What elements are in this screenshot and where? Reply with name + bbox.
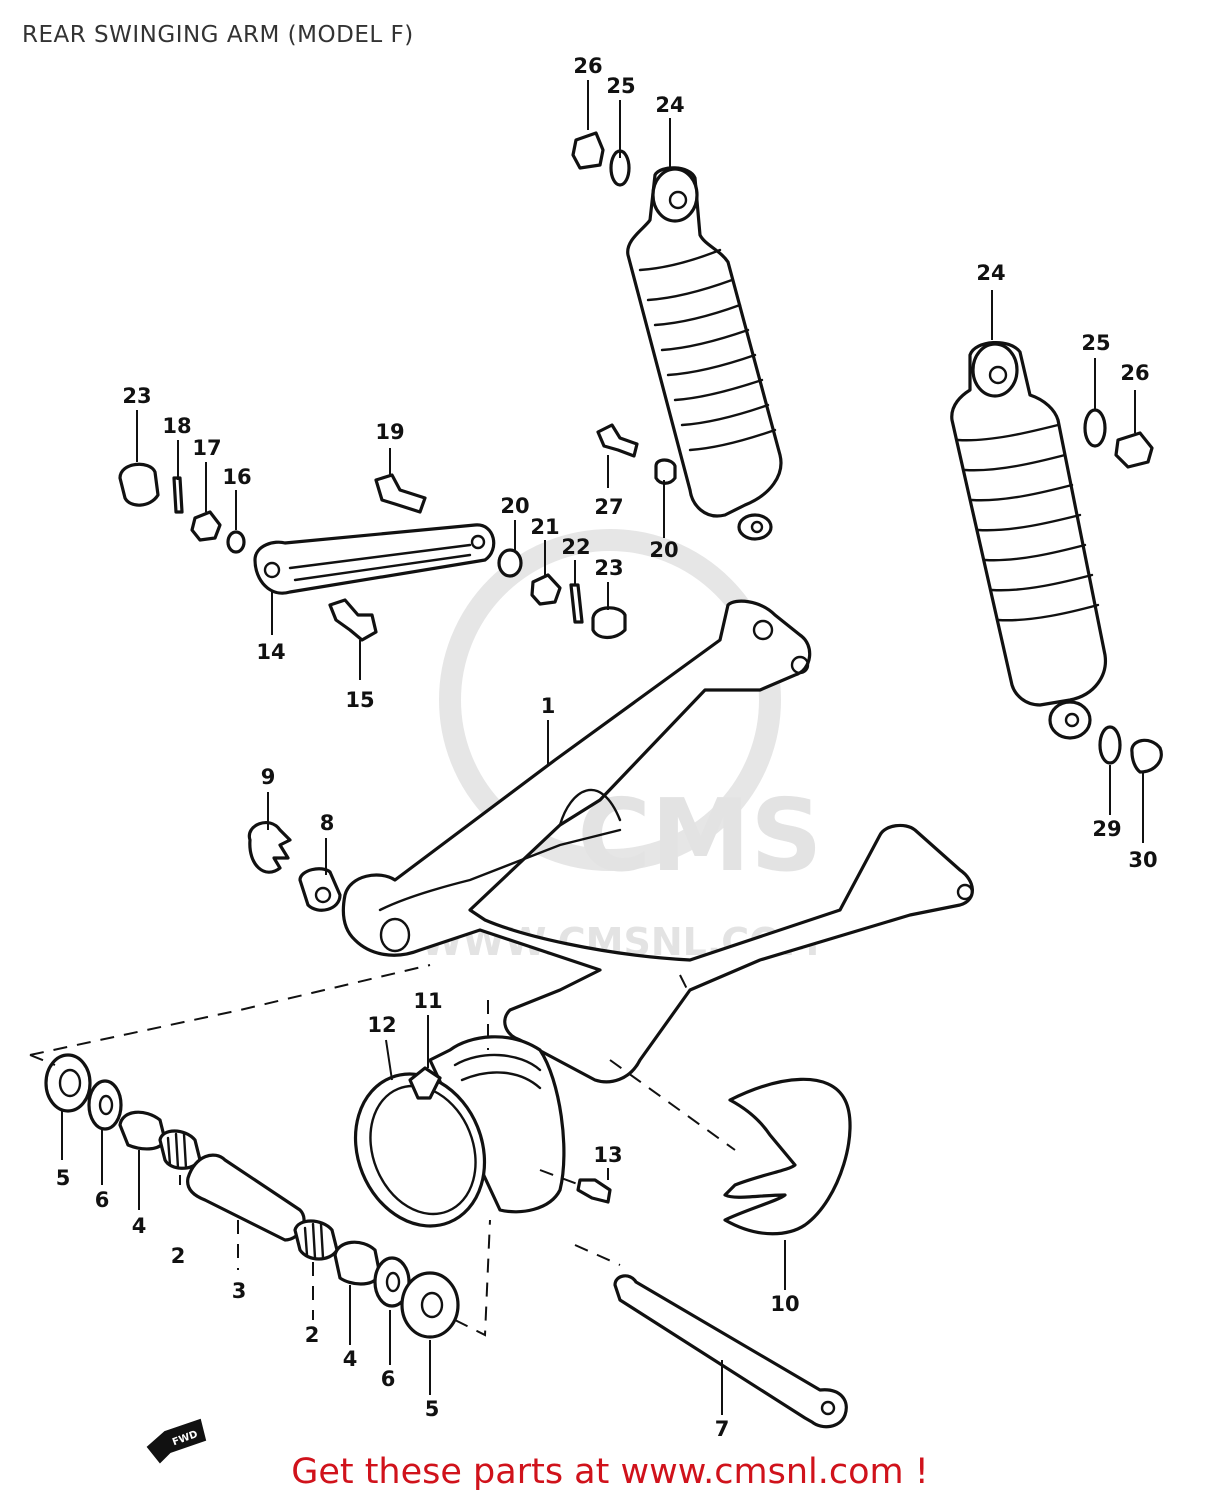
callout-24-top[interactable]: 24 bbox=[655, 93, 684, 117]
callout-6-left[interactable]: 6 bbox=[95, 1188, 110, 1212]
callout-10[interactable]: 10 bbox=[770, 1292, 799, 1316]
callout-14[interactable]: 14 bbox=[256, 640, 285, 664]
callout-20-right[interactable]: 20 bbox=[649, 538, 678, 562]
watermark-logo-icon bbox=[439, 529, 781, 871]
shock-absorber-left[interactable] bbox=[626, 166, 783, 541]
washer-20[interactable] bbox=[497, 548, 523, 578]
cotter-pin-22[interactable] bbox=[569, 583, 584, 624]
callout-5-right[interactable]: 5 bbox=[425, 1397, 440, 1421]
callout-8[interactable]: 8 bbox=[320, 811, 335, 835]
callout-3[interactable]: 3 bbox=[232, 1279, 247, 1303]
callout-labels: 26 25 24 24 25 26 23 18 17 16 19 27 20 2… bbox=[56, 54, 1158, 1441]
watermark-brand: CMS bbox=[578, 777, 823, 894]
callout-25-top[interactable]: 25 bbox=[606, 74, 635, 98]
bolt-15[interactable] bbox=[328, 598, 378, 642]
callout-26-top[interactable]: 26 bbox=[573, 54, 602, 78]
oil-seal-5-left[interactable] bbox=[44, 1053, 92, 1113]
bearing-2-left[interactable] bbox=[158, 1129, 202, 1170]
callout-4-left[interactable]: 4 bbox=[132, 1214, 147, 1238]
washer-29[interactable] bbox=[1098, 725, 1122, 765]
bolt-19[interactable] bbox=[374, 473, 427, 514]
callout-16[interactable]: 16 bbox=[222, 465, 251, 489]
callout-1[interactable]: 1 bbox=[541, 694, 556, 718]
callout-7[interactable]: 7 bbox=[715, 1417, 730, 1441]
clip-11[interactable] bbox=[408, 1066, 442, 1100]
callout-18[interactable]: 18 bbox=[162, 414, 191, 438]
nut-26-right[interactable] bbox=[1114, 431, 1154, 469]
callout-26-right[interactable]: 26 bbox=[1120, 361, 1149, 385]
callout-11[interactable]: 11 bbox=[413, 989, 442, 1013]
callout-2-left[interactable]: 2 bbox=[171, 1244, 186, 1268]
callout-20[interactable]: 20 bbox=[500, 494, 529, 518]
callout-13[interactable]: 13 bbox=[593, 1143, 622, 1167]
nut-17[interactable] bbox=[190, 510, 222, 542]
oil-seal-5-right[interactable] bbox=[400, 1271, 460, 1339]
callout-24-right[interactable]: 24 bbox=[976, 261, 1005, 285]
callout-4-right[interactable]: 4 bbox=[343, 1347, 358, 1371]
cotter-pin-18[interactable] bbox=[172, 476, 184, 514]
bearing-housing[interactable] bbox=[428, 1035, 566, 1214]
screw-13[interactable] bbox=[576, 1178, 612, 1204]
page-title: REAR SWINGING ARM (MODEL F) bbox=[22, 22, 414, 48]
callout-23-left[interactable]: 23 bbox=[122, 384, 151, 408]
cap-nut-23-left[interactable] bbox=[118, 462, 160, 507]
shock-absorber-right[interactable] bbox=[950, 340, 1108, 740]
callout-5-left[interactable]: 5 bbox=[56, 1166, 71, 1190]
callout-30[interactable]: 30 bbox=[1128, 848, 1157, 872]
callout-21[interactable]: 21 bbox=[530, 515, 559, 539]
washer-25-right[interactable] bbox=[1083, 408, 1107, 448]
torque-link-14[interactable] bbox=[253, 523, 496, 595]
swinging-arm-1[interactable] bbox=[341, 599, 974, 1084]
cap-nut-23-right[interactable] bbox=[591, 606, 627, 640]
sleeve-3[interactable] bbox=[186, 1153, 306, 1242]
forward-arrow-icon bbox=[146, 1418, 207, 1464]
bolt-27[interactable] bbox=[596, 423, 639, 458]
nut-26-left[interactable] bbox=[571, 131, 605, 170]
pivot-shaft-7[interactable] bbox=[613, 1274, 848, 1429]
washer-16[interactable] bbox=[226, 530, 246, 554]
washer-6-left[interactable] bbox=[87, 1079, 123, 1131]
callout-22[interactable]: 22 bbox=[561, 535, 590, 559]
callout-29[interactable]: 29 bbox=[1092, 817, 1121, 841]
fwd-marker: FWD bbox=[146, 1418, 207, 1464]
callout-27[interactable]: 27 bbox=[594, 495, 623, 519]
callout-19[interactable]: 19 bbox=[375, 420, 404, 444]
cover-10[interactable] bbox=[723, 1077, 852, 1236]
nut-30[interactable] bbox=[1130, 738, 1163, 774]
footer-cta-link[interactable]: Get these parts at www.cmsnl.com ! bbox=[291, 1452, 929, 1492]
nut-21[interactable] bbox=[530, 573, 562, 606]
callout-9[interactable]: 9 bbox=[261, 765, 276, 789]
bushing-8[interactable] bbox=[298, 867, 342, 912]
collar-28[interactable] bbox=[654, 458, 677, 485]
spacer-4-right[interactable] bbox=[333, 1240, 382, 1286]
callout-12[interactable]: 12 bbox=[367, 1013, 396, 1037]
bearing-2-right[interactable] bbox=[293, 1219, 339, 1261]
callout-6-right[interactable]: 6 bbox=[381, 1367, 396, 1391]
callout-2-right[interactable]: 2 bbox=[305, 1323, 320, 1347]
circlip-9[interactable] bbox=[247, 821, 292, 874]
spacer-4-left[interactable] bbox=[118, 1110, 167, 1151]
callout-23-right[interactable]: 23 bbox=[594, 556, 623, 580]
callout-17[interactable]: 17 bbox=[192, 436, 221, 460]
callout-25-right[interactable]: 25 bbox=[1081, 331, 1110, 355]
callout-15[interactable]: 15 bbox=[345, 688, 374, 712]
